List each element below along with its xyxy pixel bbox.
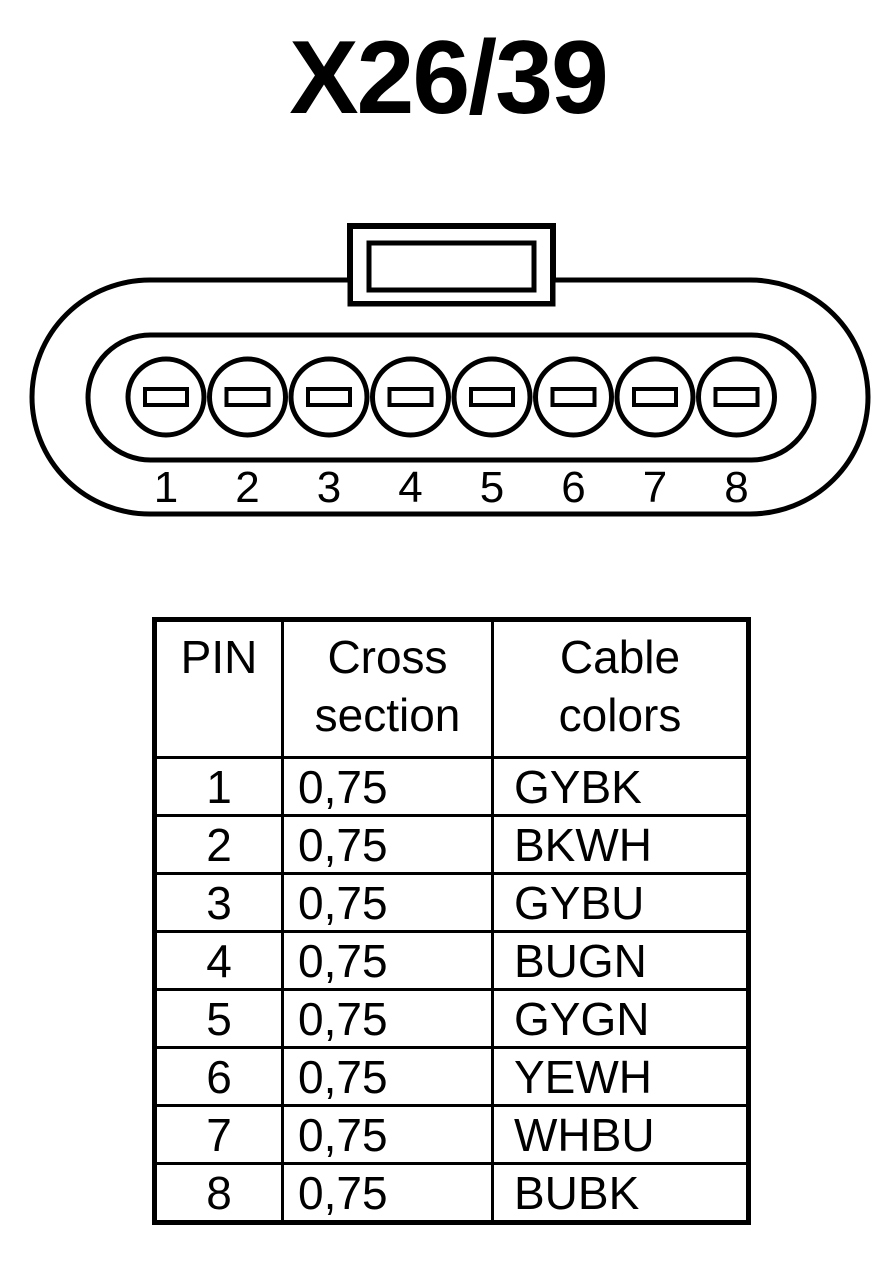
connector-latch-inner (366, 240, 537, 293)
cell-cross-section: 0,75 (281, 930, 494, 991)
table-row: 3 0,75 GYBU (153, 872, 750, 933)
cell-cable-colors: BUGN (491, 930, 750, 991)
cell-pin: 5 (153, 988, 284, 1049)
cell-pin: 3 (153, 872, 284, 933)
pin-number-label: 1 (154, 463, 178, 512)
cell-pin: 4 (153, 930, 284, 991)
cell-pin: 2 (153, 814, 284, 875)
header-cable-colors: Cable colors (491, 618, 750, 759)
cell-pin: 8 (153, 1162, 284, 1224)
pin-contact (143, 387, 189, 407)
table-row: 1 0,75 GYBK (153, 756, 750, 817)
pin-contact (387, 387, 434, 407)
pin-number-label: 6 (561, 463, 585, 512)
cell-pin: 6 (153, 1046, 284, 1107)
pin-table: PIN Cross section Cable colors 1 0,75 GY… (152, 617, 751, 1225)
pin-contact (550, 387, 597, 407)
pin-number-label: 3 (317, 463, 341, 512)
pin-contact (306, 387, 352, 407)
header-cross-section: Cross section (281, 618, 494, 759)
cell-cable-colors: BKWH (491, 814, 750, 875)
pin-number-label: 2 (235, 463, 259, 512)
pin-number-label: 5 (480, 463, 504, 512)
cell-cross-section: 0,75 (281, 988, 494, 1049)
connector-diagram: 1 2 3 4 5 6 7 8 (29, 223, 871, 517)
cell-cross-section: 0,75 (281, 1104, 494, 1165)
cell-pin: 7 (153, 1104, 284, 1165)
cell-cable-colors: YEWH (491, 1046, 750, 1107)
cell-cable-colors: GYBU (491, 872, 750, 933)
cell-cable-colors: BUBK (491, 1162, 750, 1224)
pin-contact (632, 387, 678, 407)
pin-contact (224, 387, 271, 407)
cell-cross-section: 0,75 (281, 872, 494, 933)
table-row: 8 0,75 BUBK (153, 1162, 750, 1224)
table-row: 4 0,75 BUGN (153, 930, 750, 991)
table-header-row: PIN Cross section Cable colors (153, 618, 750, 759)
cell-pin: 1 (153, 756, 284, 817)
pin-row: 1 2 3 4 5 6 7 8 (125, 356, 777, 512)
cell-cross-section: 0,75 (281, 1162, 494, 1224)
cell-cable-colors: GYGN (491, 988, 750, 1049)
table-row: 2 0,75 BKWH (153, 814, 750, 875)
header-pin: PIN (153, 618, 284, 759)
cell-cross-section: 0,75 (281, 1046, 494, 1107)
table-row: 5 0,75 GYGN (153, 988, 750, 1049)
connector-title: X26/39 (289, 20, 609, 136)
pin-contact (469, 387, 515, 407)
cell-cable-colors: WHBU (491, 1104, 750, 1165)
pin-number-label: 8 (724, 463, 748, 512)
cell-cable-colors: GYBK (491, 756, 750, 817)
pin-number-label: 7 (643, 463, 667, 512)
table-row: 6 0,75 YEWH (153, 1046, 750, 1107)
pin-contact (713, 387, 760, 407)
pin-number-label: 4 (398, 463, 422, 512)
cell-cross-section: 0,75 (281, 756, 494, 817)
cell-cross-section: 0,75 (281, 814, 494, 875)
table-row: 7 0,75 WHBU (153, 1104, 750, 1165)
